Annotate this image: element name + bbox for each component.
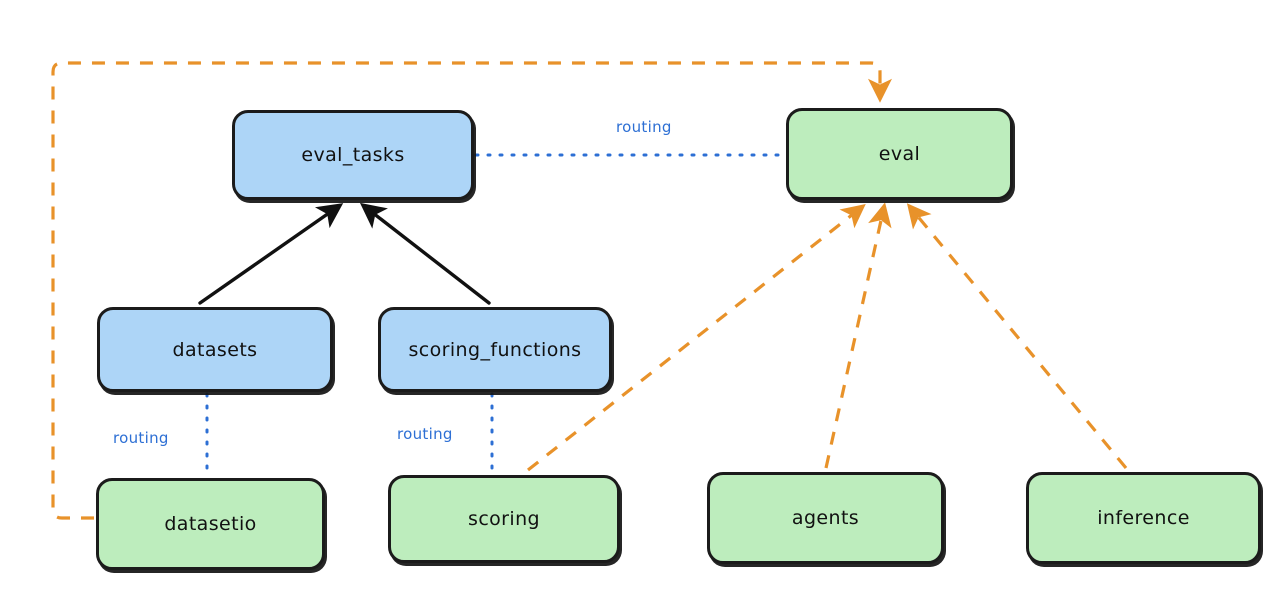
node-label-eval-tasks: eval_tasks <box>301 144 405 166</box>
node-datasetio[interactable]: datasetio <box>96 478 325 570</box>
edge-label-routing-datasets-datasetio: routing <box>113 429 169 447</box>
node-label-agents: agents <box>791 507 860 529</box>
node-label-datasetio: datasetio <box>164 513 257 535</box>
edge-agents-to-eval <box>824 202 892 469</box>
edge-datasets-to-eval-tasks <box>198 203 344 305</box>
node-label-inference: inference <box>1097 507 1190 529</box>
node-inference[interactable]: inference <box>1026 472 1261 564</box>
node-agents[interactable]: agents <box>707 472 944 564</box>
edge-label-routing-eval-tasks-eval: routing <box>616 118 672 136</box>
edge-label-routing-scoring-functions-scoring: routing <box>397 425 453 443</box>
node-label-datasets: datasets <box>172 338 258 361</box>
node-scoring-functions[interactable]: scoring_functions <box>378 307 612 392</box>
node-label-eval: eval <box>878 143 921 165</box>
node-label-scoring-functions: scoring_functions <box>408 338 582 361</box>
node-datasets[interactable]: datasets <box>97 307 333 392</box>
node-eval[interactable]: eval <box>786 108 1013 200</box>
edge-inference-to-eval <box>906 203 1128 470</box>
node-eval-tasks[interactable]: eval_tasks <box>232 110 474 200</box>
node-scoring[interactable]: scoring <box>388 475 620 563</box>
edge-scoring-functions-to-eval-tasks <box>359 202 491 305</box>
node-label-scoring: scoring <box>468 508 540 530</box>
